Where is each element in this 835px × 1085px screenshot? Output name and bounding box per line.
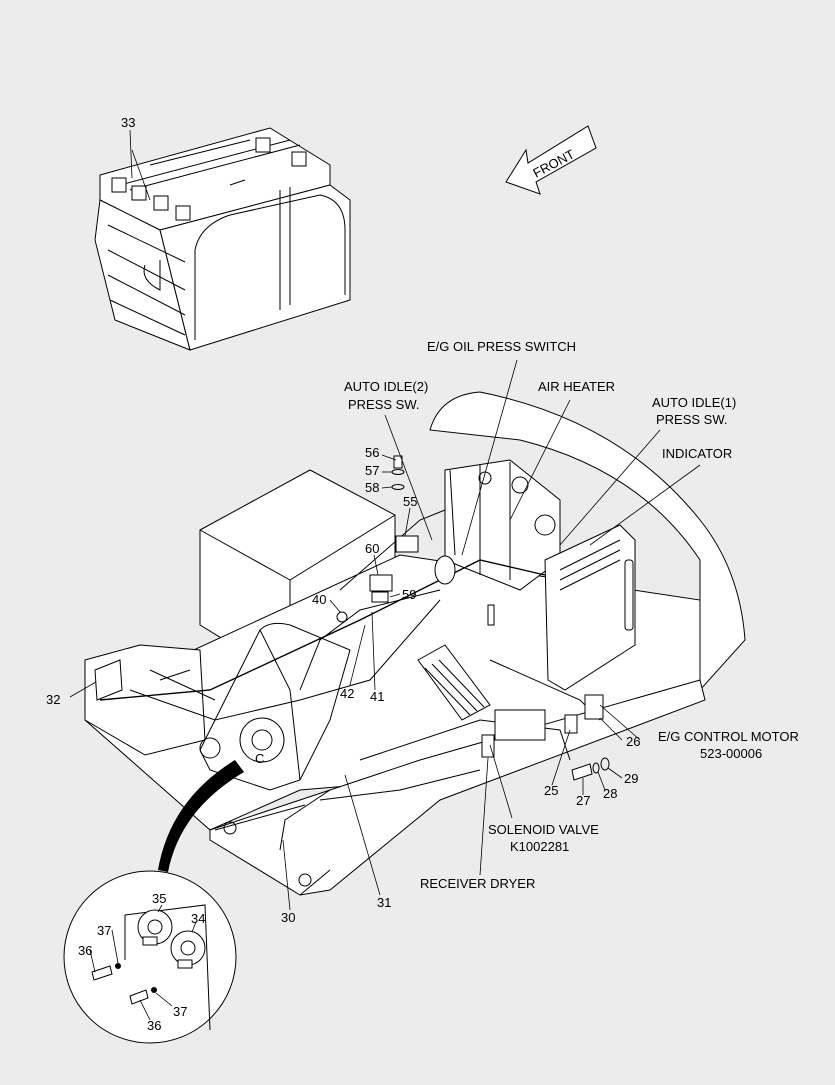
leader-33 <box>129 129 133 179</box>
part-number-58: 58 <box>365 480 379 495</box>
label-auto-idle1-line1: AUTO IDLE(1) <box>652 395 736 410</box>
part-number-25: 25 <box>544 783 558 798</box>
part-number-37-top: 37 <box>97 923 111 938</box>
part-number-35: 35 <box>152 891 166 906</box>
part-number-28: 28 <box>603 786 617 801</box>
machine-body <box>84 391 746 896</box>
work-light-icon <box>255 137 271 153</box>
part-number-55: 55 <box>403 494 417 509</box>
label-solenoid-valve-line2: K1002281 <box>510 839 569 854</box>
work-light-icon <box>291 151 307 167</box>
detail-c-view <box>63 870 237 1044</box>
label-eg-control-motor-line2: 523-00006 <box>700 746 762 761</box>
detail-c-marker: C <box>255 751 264 766</box>
part-number-40: 40 <box>312 592 326 607</box>
part-number-42: 42 <box>340 686 354 701</box>
label-indicator: INDICATOR <box>662 446 732 461</box>
label-air-heater: AIR HEATER <box>538 379 615 394</box>
leader-33b <box>131 149 151 201</box>
label-eg-oil-press-switch: E/G OIL PRESS SWITCH <box>427 339 576 354</box>
part-number-32: 32 <box>46 692 60 707</box>
part-number-33: 33 <box>121 115 135 130</box>
part-number-31: 31 <box>377 895 391 910</box>
part-number-34: 34 <box>191 911 205 926</box>
part-number-30: 30 <box>281 910 295 925</box>
label-auto-idle2-line2: PRESS SW. <box>348 397 420 412</box>
work-light-icon <box>111 177 127 193</box>
part-number-41: 41 <box>370 689 384 704</box>
leader-lines <box>69 359 701 1021</box>
part-number-37-bottom: 37 <box>173 1004 187 1019</box>
bolt-icon <box>129 989 149 1005</box>
part-number-26: 26 <box>626 734 640 749</box>
label-auto-idle1-line2: PRESS SW. <box>656 412 728 427</box>
cab-drawing <box>94 127 351 351</box>
part-number-56: 56 <box>365 445 379 460</box>
part-number-57: 57 <box>365 463 379 478</box>
work-light-icon <box>175 205 191 221</box>
part-number-59: 59 <box>402 587 416 602</box>
label-receiver-dryer: RECEIVER DRYER <box>420 876 535 891</box>
bolt-icon <box>91 965 113 981</box>
work-light-icon <box>131 185 147 201</box>
part-number-36-bottom: 36 <box>147 1018 161 1033</box>
part-number-60: 60 <box>365 541 379 556</box>
label-eg-control-motor-line1: E/G CONTROL MOTOR <box>658 729 799 744</box>
detail-arrow <box>158 760 244 872</box>
work-light-icon <box>153 195 169 211</box>
label-auto-idle2-line1: AUTO IDLE(2) <box>344 379 428 394</box>
part-number-36-top: 36 <box>78 943 92 958</box>
part-number-27: 27 <box>576 793 590 808</box>
part-number-29: 29 <box>624 771 638 786</box>
front-arrow: FRONT <box>505 125 597 195</box>
label-solenoid-valve-line1: SOLENOID VALVE <box>488 822 599 837</box>
